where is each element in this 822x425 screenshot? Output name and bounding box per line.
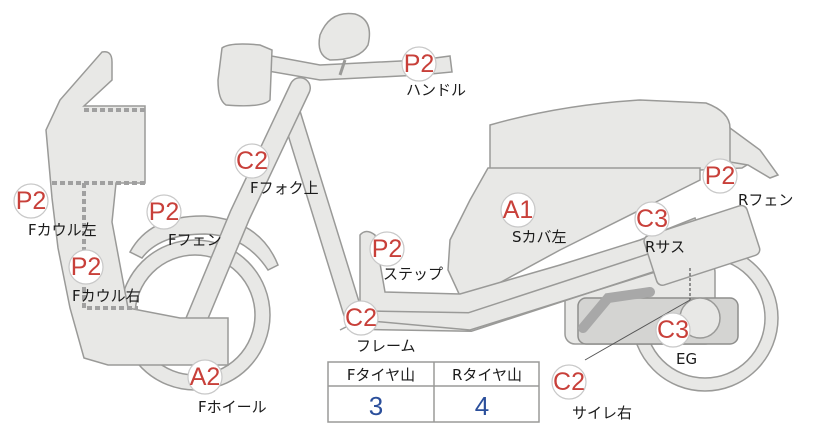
rear-shock: [584, 204, 761, 361]
grade-text: P2: [372, 235, 403, 263]
marker-engine: C3 EG: [655, 312, 697, 368]
grade-text: P2: [149, 198, 180, 226]
tire-tread-table: Fタイヤ山 Rタイヤ山 3 4: [327, 361, 540, 423]
marker-step: P2 ステップ: [369, 231, 443, 283]
part-label: Sカバ左: [512, 228, 567, 246]
table-header-rear-tire: Rタイヤ山: [452, 366, 522, 384]
part-label: Fホイール: [198, 398, 267, 416]
front-cowl: [45, 50, 229, 366]
grade-text: A1: [503, 196, 534, 224]
marker-rear-suspension: C3 Rサス: [634, 201, 685, 256]
part-label: ハンドル: [406, 81, 466, 99]
front-fork: [177, 77, 311, 351]
part-label: ステップ: [383, 265, 443, 283]
table-header-front-tire: Fタイヤ山: [347, 366, 415, 384]
grade-text: C2: [236, 147, 268, 175]
grade-badge: [702, 158, 738, 194]
grade-badge: [655, 312, 691, 348]
grade-text: P2: [404, 50, 435, 78]
part-label: Fカウル左: [28, 221, 97, 239]
table-value-rear-tire: 4: [475, 391, 489, 421]
marker-frame: C2 フレーム: [343, 300, 416, 355]
grade-badge: [234, 143, 270, 179]
part-label: Rサス: [645, 238, 685, 256]
part-label: サイレ右: [572, 404, 632, 422]
grade-badge: [146, 194, 182, 230]
grade-text: C3: [657, 316, 689, 344]
marker-handle: P2 ハンドル: [401, 46, 466, 99]
grade-badge: [343, 300, 379, 336]
grade-text: P2: [16, 187, 47, 215]
part-label: フレーム: [356, 337, 416, 355]
grade-text: P2: [71, 253, 102, 281]
marker-muffler-right: C2 サイレ右: [551, 364, 632, 422]
part-label: Fフォク上: [250, 179, 319, 197]
table-value-front-tire: 3: [369, 391, 383, 421]
handlebar-assembly: [217, 12, 453, 107]
grade-badge: [369, 231, 405, 267]
grade-text: C2: [345, 304, 377, 332]
marker-front-fender: P2 Fフェン: [146, 194, 222, 249]
grade-badge: [68, 249, 104, 285]
marker-front-cowl-left: P2 Fカウル左: [13, 183, 97, 239]
part-label: Fフェン: [168, 231, 222, 249]
grade-badge: [13, 183, 49, 219]
grade-badge: [187, 359, 223, 395]
grade-text: P2: [705, 162, 736, 190]
grade-text: C2: [553, 368, 585, 396]
part-label: EG: [676, 350, 697, 368]
grade-badge: [500, 192, 536, 228]
grade-badge: [551, 364, 587, 400]
grade-badge: [401, 46, 437, 82]
marker-front-fork-upper: C2 Fフォク上: [234, 143, 319, 197]
part-label: Rフェン: [738, 191, 793, 209]
marker-side-cover-left: A1 Sカバ左: [500, 192, 567, 246]
grade-badge: [634, 201, 670, 237]
marker-front-cowl-right: P2 Fカウル右: [68, 249, 141, 305]
grade-text: A2: [190, 363, 221, 391]
grade-text: C3: [636, 205, 668, 233]
marker-front-wheel: A2 Fホイール: [187, 359, 267, 416]
marker-rear-fender: P2 Rフェン: [702, 158, 793, 209]
part-label: Fカウル右: [72, 287, 141, 305]
